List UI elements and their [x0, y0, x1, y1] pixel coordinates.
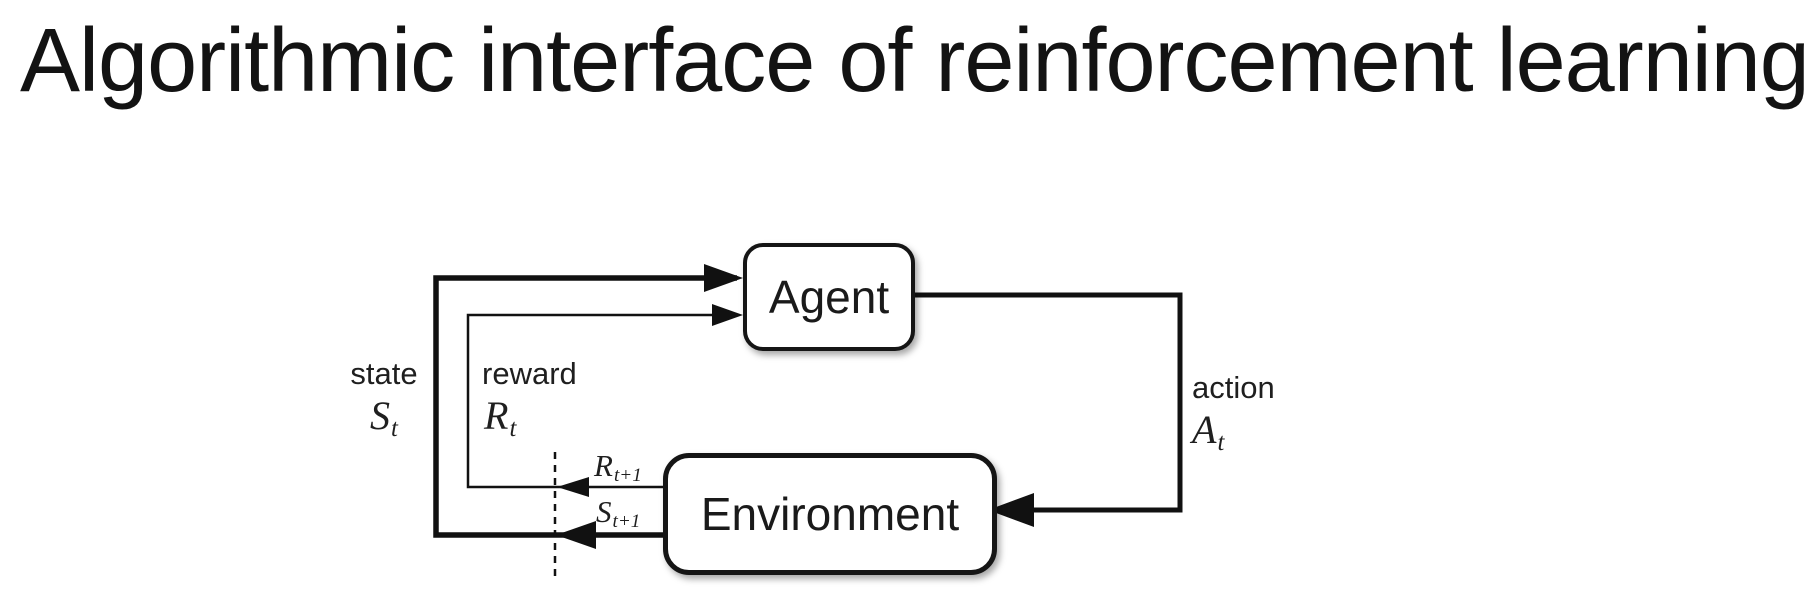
- reward-label: reward: [482, 356, 577, 391]
- state-symbol: St: [338, 396, 430, 442]
- next-reward-symbol-base: R: [594, 448, 613, 483]
- action-loop-line: [905, 292, 1183, 513]
- next-state-symbol-sub: t+1: [612, 511, 641, 533]
- action-label: action: [1192, 370, 1275, 405]
- state-symbol-sub: t: [391, 414, 398, 442]
- state-symbol-base: S: [370, 393, 391, 438]
- page-title: Algorithmic interface of reinforcement l…: [20, 11, 1810, 111]
- reward-symbol-base: R: [484, 393, 509, 438]
- next-state-symbol-base: S: [596, 494, 612, 529]
- next-reward-symbol: Rt+1: [594, 450, 642, 486]
- next-reward-arrowhead: [557, 477, 589, 497]
- environment-label: Environment: [700, 488, 960, 540]
- agent-box: Agent: [743, 243, 915, 351]
- action-into-environment-arrowhead: [988, 493, 1034, 527]
- reward-symbol-sub: t: [509, 414, 517, 442]
- action-symbol-sub: t: [1217, 428, 1225, 456]
- state-into-agent-arrowhead: [704, 264, 743, 292]
- state-label: state: [350, 356, 418, 391]
- action-symbol: At: [1192, 410, 1224, 456]
- action-symbol-base: A: [1192, 407, 1217, 452]
- next-state-symbol: St+1: [596, 496, 640, 532]
- environment-box: Environment: [663, 453, 997, 575]
- reward-symbol: Rt: [484, 396, 516, 442]
- state-loop-line: [433, 275, 737, 538]
- next-state-arrowhead: [556, 521, 596, 549]
- agent-label: Agent: [768, 271, 890, 323]
- reward-into-agent-arrowhead: [712, 304, 743, 326]
- next-reward-symbol-sub: t+1: [613, 465, 642, 487]
